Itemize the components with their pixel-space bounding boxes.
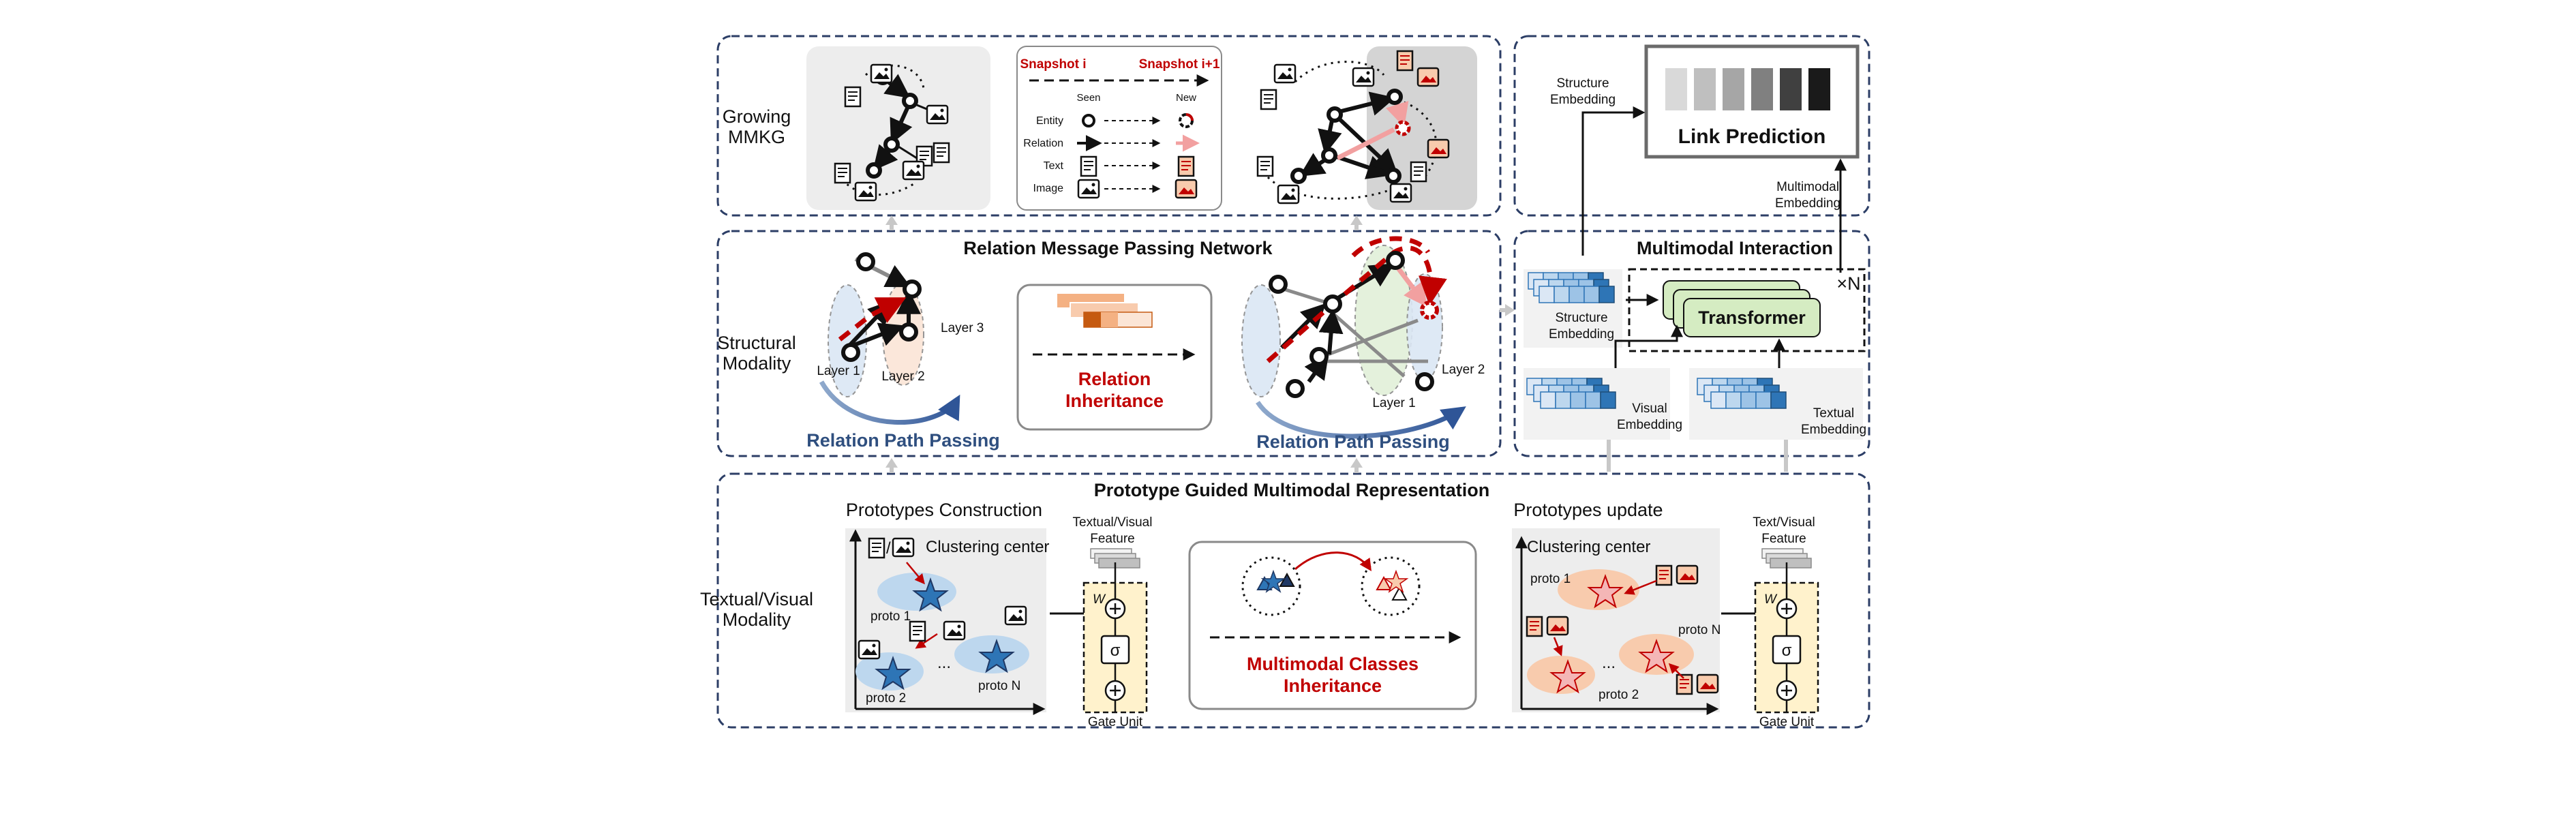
panel-prototype — [716, 472, 1870, 729]
mmi-structure-embedding-1: Structure — [1555, 311, 1607, 325]
link-prediction-box: Link Prediction — [1644, 44, 1860, 159]
mmi-structure-embedding-2: Embedding — [1549, 327, 1614, 342]
legend-row-entity: Entity — [1036, 115, 1063, 127]
ellipsis-right: ... — [1602, 654, 1616, 672]
left-relation-path-passing: Relation Path Passing — [806, 430, 1000, 451]
panel-mm-interaction — [1513, 230, 1870, 457]
proto-right-2: proto 2 — [1598, 688, 1639, 702]
legend-row-image: Image — [1033, 183, 1064, 194]
legend-snapshot-i: Snapshot i — [1020, 57, 1086, 72]
textual-embedding-1: Textual — [1813, 406, 1854, 421]
sigma-right: σ — [1782, 641, 1792, 660]
right-layer-2: Layer 2 — [1442, 363, 1485, 377]
lp-multimodal-embedding-1: Multimodal — [1776, 180, 1839, 194]
right-relation-graph: Layer 2 Layer 1 Relation Path Passing — [1241, 236, 1485, 452]
lp-structure-arrow — [1581, 106, 1646, 256]
transformer-label: Transformer — [1698, 307, 1806, 328]
lp-structure-embedding-2: Embedding — [1550, 93, 1616, 107]
textual-embedding-2: Embedding — [1801, 423, 1866, 437]
sigma-left: σ — [1110, 641, 1121, 660]
prototypes-construction-title: Prototypes Construction — [846, 500, 1042, 520]
prototype-title: Prototype Guided Multimodal Representati… — [1094, 480, 1490, 500]
svg-text:/: / — [886, 539, 891, 558]
relation-mp-title: Relation Message Passing Network — [963, 238, 1273, 258]
gate-unit-label-left: Gate Unit — [1088, 715, 1143, 729]
feature-label-left-1: Textual/Visual — [1073, 515, 1153, 530]
panel-relation-mp — [716, 230, 1502, 457]
multimodal-classes-inheritance-box: Multimodal Classes Inheritance — [1188, 541, 1477, 710]
left-layer-2: Layer 2 — [881, 369, 924, 384]
textual-embedding-block: Textual Embedding — [1689, 368, 1866, 440]
gate-unit-right: Text/Visual Feature W σ Gate Unit — [1753, 515, 1819, 729]
visual-to-transformer-arrow — [1614, 324, 1683, 368]
lp-multimodal-embedding-2: Embedding — [1775, 196, 1840, 211]
left-layer-3: Layer 3 — [941, 321, 984, 335]
left-layer-1: Layer 1 — [817, 364, 860, 378]
legend-seen: Seen — [1076, 92, 1100, 104]
feature-label-left-2: Feature — [1090, 532, 1134, 546]
transformer-block: Transformer ×N — [1628, 268, 1866, 352]
visual-embedding-block: Visual Embedding — [1524, 368, 1682, 440]
mm-classes-inheritance-label-1: Multimodal Classes — [1247, 654, 1419, 674]
clustering-center-label-right: Clustering center — [1527, 538, 1650, 556]
wp-label-right: W — [1764, 592, 1778, 607]
left-relation-graph: Layer 3 Layer 1 Layer 2 Relation Path Pa… — [806, 252, 1000, 451]
gate-unit-left: Textual/Visual Feature W σ Gate Unit — [1073, 515, 1153, 729]
right-layer-1: Layer 1 — [1372, 396, 1415, 410]
mm-classes-inheritance-label-2: Inheritance — [1284, 676, 1382, 696]
textual-visual-modality-label-2: Modality — [723, 609, 791, 630]
proto-right-1: proto 1 — [1530, 572, 1571, 586]
structural-modality-label-2: Modality — [723, 353, 791, 374]
visual-embedding-1: Visual — [1632, 402, 1667, 416]
prototypes-construction-plot: / Clustering center proto 1 proto 2 prot… — [845, 528, 1049, 715]
mm-interaction-title: Multimodal Interaction — [1637, 238, 1833, 258]
legend-new: New — [1176, 92, 1196, 104]
legend-row-relation: Relation — [1023, 138, 1063, 149]
legend-snapshot-i1: Snapshot i+1 — [1139, 57, 1220, 72]
feature-label-right-2: Feature — [1761, 532, 1806, 546]
relation-inheritance-label-1: Relation — [1078, 369, 1151, 389]
snapshot-i-graph — [806, 46, 990, 210]
ellipsis-left: ... — [937, 654, 951, 672]
panel-link-prediction — [1513, 35, 1870, 217]
proto-right-n: proto N — [1678, 623, 1721, 637]
panel-growing-mmkg — [716, 35, 1502, 217]
legend-row-text: Text — [1044, 160, 1064, 172]
textual-visual-modality-label-1: Textual/Visual — [700, 589, 813, 609]
structure-embedding-block: Structure Embedding — [1524, 269, 1622, 348]
structural-modality-label-1: Structural — [717, 333, 796, 353]
times-n-label: ×N — [1836, 273, 1860, 294]
snapshot-i1-graph — [1256, 46, 1477, 210]
proto-left-2: proto 2 — [866, 691, 906, 706]
relation-inheritance-label-2: Inheritance — [1065, 391, 1164, 411]
proto-left-1: proto 1 — [870, 609, 911, 624]
growing-mmkg-label-line2: MMKG — [728, 127, 785, 147]
growing-mmkg-label-line1: Growing — [723, 106, 791, 127]
relation-inheritance-box: Relation Inheritance — [1016, 284, 1213, 431]
legend-box: Snapshot i Snapshot i+1 Seen New Entity … — [1016, 46, 1222, 211]
lp-structure-embedding-1: Structure — [1556, 76, 1609, 91]
link-prediction-title: Link Prediction — [1678, 125, 1826, 148]
feature-label-right-1: Text/Visual — [1753, 515, 1815, 530]
wp-label-left: W — [1093, 592, 1106, 607]
visual-embedding-2: Embedding — [1617, 418, 1682, 432]
proto-left-n: proto N — [978, 679, 1020, 693]
prototypes-update-plot: Clustering center proto 1 proto 2 proto … — [1512, 528, 1721, 715]
prototypes-update-title: Prototypes update — [1513, 500, 1663, 520]
orange-tensor-icon — [1056, 292, 1153, 328]
right-relation-path-passing: Relation Path Passing — [1256, 431, 1450, 452]
clustering-center-label-left: Clustering center — [926, 538, 1049, 556]
gate-unit-label-right: Gate Unit — [1759, 715, 1815, 729]
